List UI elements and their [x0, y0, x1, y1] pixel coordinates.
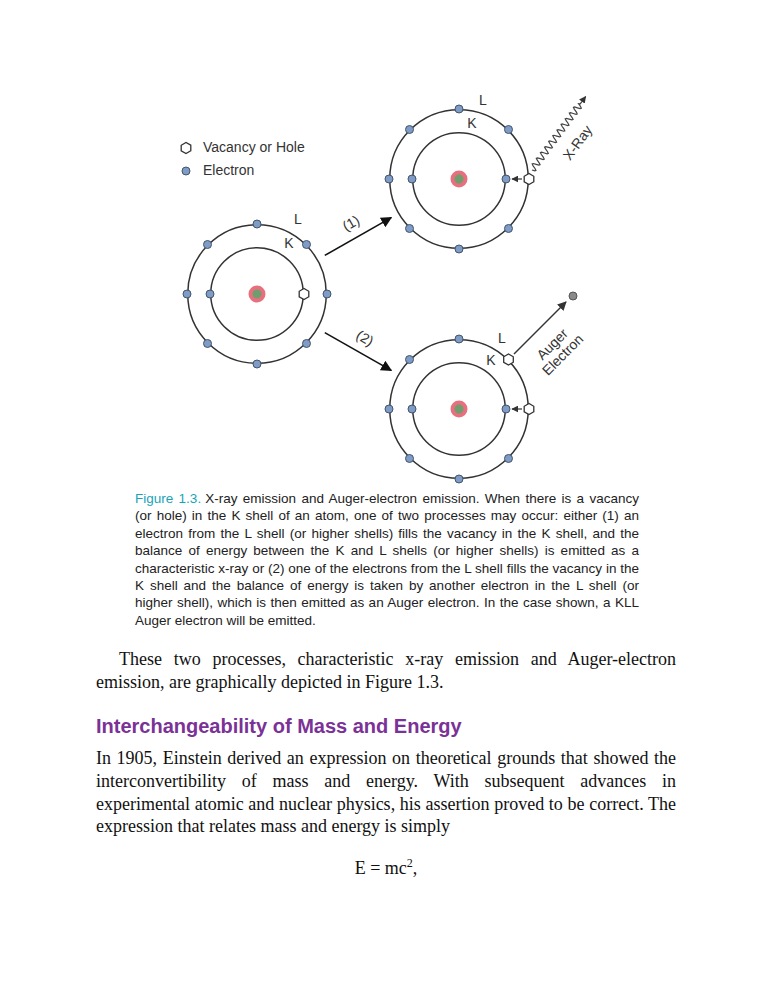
electron-dot	[408, 175, 416, 183]
body-paragraph: These two processes, characteristic x-ra…	[96, 648, 676, 694]
electron-dot	[406, 356, 414, 364]
transition-arrow	[512, 178, 522, 179]
electron-dot	[204, 339, 212, 347]
electron-dot	[385, 405, 393, 413]
shell-label: K	[467, 116, 476, 131]
nucleus	[451, 171, 468, 188]
shell-outline	[389, 109, 529, 249]
figure-number: Figure 1.3.	[135, 491, 201, 506]
equation-text: ,	[413, 858, 418, 878]
body-paragraph: In 1905, Einstein derived an expression …	[96, 747, 676, 838]
atom-particles	[385, 105, 534, 253]
nucleus-core	[253, 290, 262, 299]
shell-label: K	[486, 353, 495, 368]
shell-circle	[390, 110, 529, 249]
l-shell: KL	[389, 339, 529, 479]
electron-dot	[502, 175, 510, 183]
vacancy-hole	[181, 142, 191, 153]
k-shell: K	[210, 247, 304, 341]
vacancy-hole	[524, 404, 534, 415]
shell-outline	[412, 362, 506, 456]
figure-caption: Figure 1.3.X-ray emission and Auger-elec…	[135, 490, 639, 629]
k-shell: K	[412, 132, 506, 226]
electron-dot	[302, 339, 310, 347]
electron-dot	[206, 290, 214, 298]
emission-label: Auger Electron	[524, 316, 591, 383]
legend-text: Electron	[203, 163, 254, 178]
electron-dot	[406, 454, 414, 462]
electron-dot	[204, 241, 212, 249]
l-shell: KL	[187, 224, 327, 364]
shell-outline	[412, 132, 506, 226]
electron-dot	[406, 126, 414, 134]
nucleus	[249, 286, 266, 303]
shell-label: L	[479, 93, 487, 108]
electron-dot	[455, 245, 463, 253]
caption-text: X-ray emission and Auger-electron emissi…	[135, 491, 639, 628]
emission-label: X-Ray	[560, 123, 595, 164]
equation: E = mc2,	[0, 856, 772, 880]
shell-label: K	[284, 236, 293, 251]
shell-circle	[188, 225, 327, 364]
electron-dot	[183, 290, 191, 298]
k-shell: K	[412, 362, 506, 456]
nucleus-core	[455, 175, 464, 184]
electron-dot	[504, 454, 512, 462]
electron-dot	[455, 105, 463, 113]
electron-dot	[455, 475, 463, 483]
shell-outline	[389, 339, 529, 479]
equation-text: E = mc	[355, 858, 407, 878]
electron-dot	[455, 335, 463, 343]
electron-dot	[253, 220, 261, 228]
auger-electron-dot	[569, 292, 577, 300]
atom-particles	[385, 292, 577, 483]
electron-dot	[253, 360, 261, 368]
atom-particles	[183, 220, 331, 368]
electron-dot	[182, 167, 190, 175]
process-number: (1)	[338, 212, 363, 235]
equation-superscript: 2	[407, 856, 413, 870]
shell-circle	[413, 133, 506, 226]
electron-dot	[323, 290, 331, 298]
shell-label: L	[498, 331, 506, 346]
shell-circle	[390, 340, 529, 479]
legend-row: Electron	[177, 159, 305, 182]
nucleus-core	[455, 405, 464, 414]
shell-circle	[211, 248, 304, 341]
process-number: (2)	[353, 327, 378, 350]
transition-arrow	[512, 408, 522, 409]
shell-outline	[187, 224, 327, 364]
section-heading: Interchangeability of Mass and Energy	[96, 713, 462, 739]
legend-row: Vacancy or Hole	[177, 136, 305, 159]
electron-dot	[302, 241, 310, 249]
shell-label: L	[294, 212, 302, 227]
nucleus	[451, 401, 468, 418]
legend: Vacancy or HoleElectron	[177, 136, 305, 182]
electron-dot	[504, 224, 512, 232]
legend-swatch	[177, 162, 195, 180]
electron-dot	[408, 405, 416, 413]
legend-swatch	[177, 139, 195, 157]
vacancy-hole	[299, 289, 309, 300]
vacancy-hole	[524, 174, 534, 185]
electron-dot	[385, 175, 393, 183]
legend-text: Vacancy or Hole	[203, 140, 305, 155]
shell-circle	[413, 363, 506, 456]
electron-dot	[406, 224, 414, 232]
electron-dot	[502, 405, 510, 413]
vacancy-hole	[504, 354, 514, 365]
shell-outline	[210, 247, 304, 341]
electron-dot	[504, 126, 512, 134]
l-shell: KL	[389, 109, 529, 249]
